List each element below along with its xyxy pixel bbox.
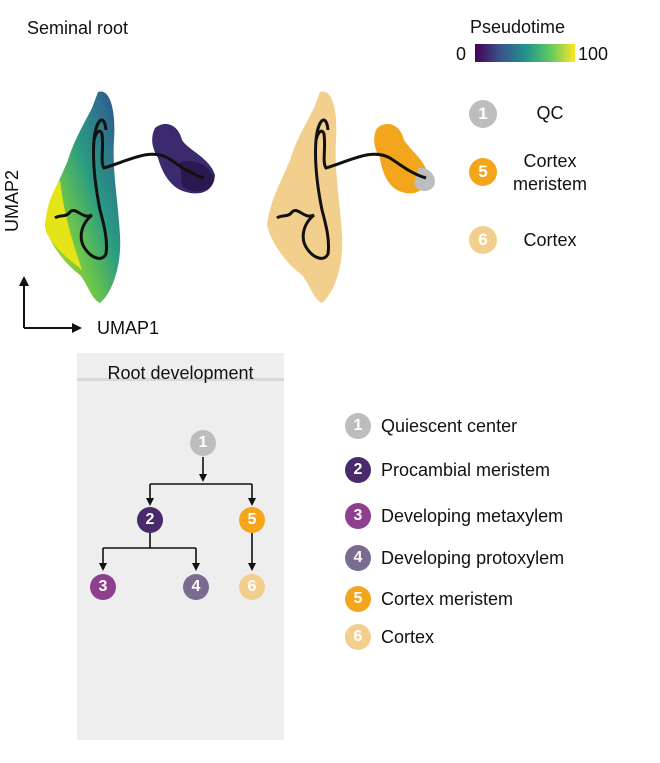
legend-label-6: Cortex — [381, 626, 435, 647]
umap-pseudotime — [45, 91, 215, 303]
root-development-panel — [77, 353, 284, 740]
legend-badge-4: 4 — [345, 545, 371, 571]
legend-label-5: Cortex meristem — [381, 588, 514, 609]
trajectory-line — [54, 129, 205, 260]
trajectory-line-2 — [276, 129, 427, 260]
root-development-title: Root development — [107, 363, 254, 383]
cluster-qc — [414, 167, 435, 192]
tree-arrowhead — [146, 498, 154, 506]
pseudotime-min-label: 0 — [456, 44, 467, 64]
umap-clusters — [267, 91, 435, 303]
pseudotime-max-label: 100 — [578, 44, 609, 64]
tree-node-5: 5 — [239, 507, 265, 533]
pseudotime-title: Pseudotime — [470, 17, 566, 37]
legend-badge-6: 6 — [345, 624, 371, 650]
tree-node-1: 1 — [190, 430, 216, 456]
trajectory-loop — [92, 118, 108, 141]
tree-arrowhead — [199, 474, 207, 482]
tree-node-2: 2 — [137, 507, 163, 533]
umap-cluster-yellow — [45, 180, 82, 270]
legend-label-1: Quiescent center — [381, 415, 518, 436]
tree-arrowhead — [99, 563, 107, 571]
legend-label-4: Developing protoxylem — [381, 547, 565, 568]
panel-title: Seminal root — [27, 18, 129, 38]
legend-badge-3: 3 — [345, 503, 371, 529]
legend-item-quiescent-center: 1 Quiescent center — [345, 413, 517, 439]
tree-arrowhead — [248, 563, 256, 571]
legend-label-3: Developing metaxylem — [381, 505, 564, 526]
legend-item-procambial-meristem: 2 Procambial meristem — [345, 457, 550, 483]
legend-item-developing-protoxylem: 4 Developing protoxylem — [345, 545, 564, 571]
umap-axes — [19, 276, 82, 333]
legend-badge-5: 5 — [345, 586, 371, 612]
trajectory-loop-2 — [314, 118, 330, 141]
umap-legend-cortex-meristem-label: Cortex meristem — [512, 151, 587, 194]
umap-legend-qc-label: QC — [536, 103, 564, 123]
umap-legend-cortex: 6 — [469, 226, 497, 254]
legend-item-developing-metaxylem: 3 Developing metaxylem — [345, 503, 563, 529]
badge-cortex-meristem: 5 — [469, 158, 497, 186]
legend-label-2: Procambial meristem — [381, 459, 551, 480]
tree-node-6: 6 — [239, 574, 265, 600]
cluster-cortex-meristem — [374, 124, 428, 194]
tree-arrowhead — [248, 498, 256, 506]
umap-legend-cortex-meristem: 5 — [469, 158, 497, 186]
umap-legend-cortex-label: Cortex — [523, 230, 577, 250]
legend-item-cortex-meristem: 5 Cortex meristem — [345, 586, 513, 612]
umap-legend-qc: 1 — [469, 100, 497, 128]
tree-arrowhead — [192, 563, 200, 571]
tree-node-3: 3 — [90, 574, 116, 600]
axis-x-arrowhead — [72, 323, 82, 333]
pseudotime-colorbar — [475, 44, 575, 62]
legend-badge-1: 1 — [345, 413, 371, 439]
axis-y-arrowhead — [19, 276, 29, 286]
legend-item-cortex: 6 Cortex — [345, 624, 434, 650]
badge-qc: 1 — [469, 100, 497, 128]
badge-cortex: 6 — [469, 226, 497, 254]
legend-badge-2: 2 — [345, 457, 371, 483]
root-development-divider — [77, 378, 284, 381]
tree-node-4: 4 — [183, 574, 209, 600]
axis-x-label: UMAP1 — [97, 318, 160, 338]
